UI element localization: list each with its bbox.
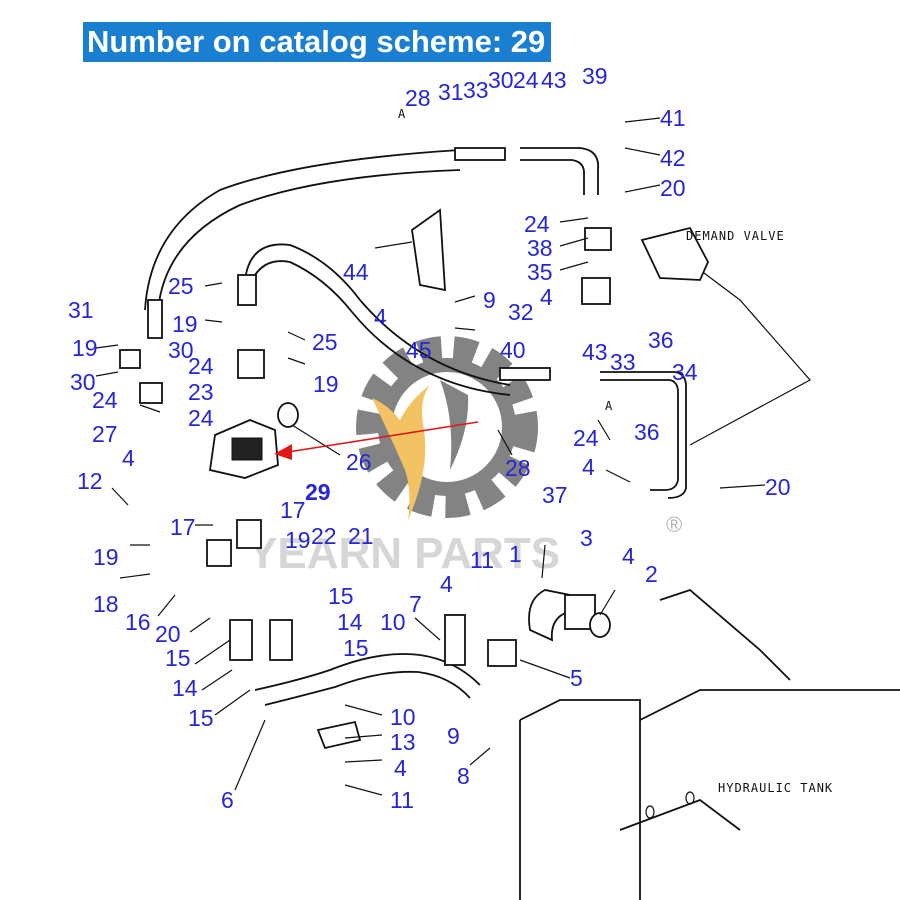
callout-42: 42 <box>660 145 686 171</box>
callout-15-b: 15 <box>343 635 369 661</box>
section-mark-a: A <box>398 107 406 121</box>
callout-34: 34 <box>672 359 698 385</box>
callout-16: 16 <box>125 609 151 635</box>
callout-36-a: 36 <box>648 327 674 353</box>
callouts: 28 31 33 30 24 43 39 41 42 20 24 38 35 4… <box>68 63 791 813</box>
callout-23: 23 <box>188 379 214 405</box>
callout-40: 40 <box>500 337 526 363</box>
callout-36-b: 36 <box>634 419 660 445</box>
callout-20-b: 20 <box>765 474 791 500</box>
callout-45: 45 <box>406 337 432 363</box>
callout-44: 44 <box>343 259 369 285</box>
callout-35: 35 <box>527 259 553 285</box>
callout-15-c: 15 <box>165 645 191 671</box>
callout-24-f: 24 <box>573 425 599 451</box>
callout-27: 27 <box>92 421 118 447</box>
demand-valve-tag: DEMAND VALVE <box>686 229 785 243</box>
pump-assembly <box>206 349 299 567</box>
callout-18: 18 <box>93 591 119 617</box>
callout-3: 3 <box>580 525 593 551</box>
callout-22: 22 <box>311 523 337 549</box>
callout-19-e: 19 <box>93 544 119 570</box>
callout-11-a: 11 <box>470 547 494 573</box>
callout-17-a: 17 <box>280 497 306 523</box>
highlight-arrow <box>274 421 479 460</box>
bracket-44 <box>411 208 446 292</box>
callout-4-b: 4 <box>374 304 387 330</box>
callout-19-a: 19 <box>72 335 98 361</box>
callout-5: 5 <box>570 665 583 691</box>
callout-33-a: 33 <box>463 77 489 103</box>
callout-19-b: 19 <box>172 311 198 337</box>
callout-38: 38 <box>527 235 553 261</box>
callout-15-d: 15 <box>188 705 214 731</box>
yearn-parts-watermark: YEARN PARTS ® <box>248 336 682 578</box>
callout-10-a: 10 <box>380 609 406 635</box>
callout-30-b: 30 <box>70 369 96 395</box>
registered-mark: ® <box>666 512 682 537</box>
callout-39: 39 <box>582 63 608 89</box>
callout-4-e: 4 <box>622 543 635 569</box>
callout-24-d: 24 <box>188 353 214 379</box>
callout-20-c: 20 <box>155 621 181 647</box>
callout-43-a: 43 <box>541 67 567 93</box>
gear-icon <box>356 336 538 518</box>
hydraulic-tank-tag: HYDRAULIC TANK <box>718 781 833 795</box>
callout-15-a: 15 <box>328 583 354 609</box>
callout-13: 13 <box>390 729 416 755</box>
hoses <box>144 147 811 706</box>
callout-14-a: 14 <box>337 609 363 635</box>
section-mark-a-2: A <box>605 399 613 413</box>
callout-24-c: 24 <box>92 387 118 413</box>
callout-28-a: 28 <box>405 85 431 111</box>
callout-30-a: 30 <box>488 67 514 93</box>
catalog-scheme-banner: Number on catalog scheme: 29 <box>83 22 552 62</box>
flame-icon <box>372 385 430 520</box>
callout-26: 26 <box>346 449 372 475</box>
callout-25-a: 25 <box>168 273 194 299</box>
leader-lines <box>95 117 766 796</box>
elbow-fittings <box>119 147 611 750</box>
callout-7: 7 <box>409 591 422 617</box>
callout-14-b: 14 <box>172 675 198 701</box>
callout-9-a: 9 <box>483 287 496 313</box>
watermark-text: YEARN PARTS <box>248 529 560 578</box>
callout-31-b: 31 <box>68 297 94 323</box>
callout-28-b: 28 <box>505 455 531 481</box>
callout-10-b: 10 <box>390 704 416 730</box>
callout-11-b: 11 <box>390 787 414 813</box>
callout-33-b: 33 <box>610 349 636 375</box>
callout-24-b: 24 <box>524 211 550 237</box>
callout-8: 8 <box>457 763 470 789</box>
callout-37: 37 <box>542 482 568 508</box>
callout-4-g: 4 <box>394 755 407 781</box>
callout-4-c: 4 <box>582 454 595 480</box>
callout-43-b: 43 <box>582 339 608 365</box>
callout-12: 12 <box>77 468 103 494</box>
callout-32: 32 <box>508 299 534 325</box>
callout-24-a: 24 <box>513 67 539 93</box>
callout-9-b: 9 <box>447 723 460 749</box>
callout-6: 6 <box>221 787 234 813</box>
callout-20-a: 20 <box>660 175 686 201</box>
callout-21: 21 <box>348 523 374 549</box>
callout-4-f: 4 <box>440 571 453 597</box>
callout-30-c: 30 <box>168 337 194 363</box>
demand-valve-block <box>581 226 710 305</box>
callout-25-b: 25 <box>312 329 338 355</box>
callout-1: 1 <box>509 541 522 567</box>
callout-29-highlight: 29 <box>305 479 331 505</box>
callout-17-b: 17 <box>170 514 196 540</box>
callout-4-a: 4 <box>540 284 553 310</box>
hydraulic-tank <box>519 588 900 900</box>
callout-41: 41 <box>660 105 686 131</box>
callout-19-c: 19 <box>313 371 339 397</box>
callout-19-d: 19 <box>285 527 311 553</box>
callout-31-a: 31 <box>438 79 464 105</box>
callout-24-e: 24 <box>188 405 214 431</box>
callout-2: 2 <box>645 561 658 587</box>
callout-4-d: 4 <box>122 445 135 471</box>
